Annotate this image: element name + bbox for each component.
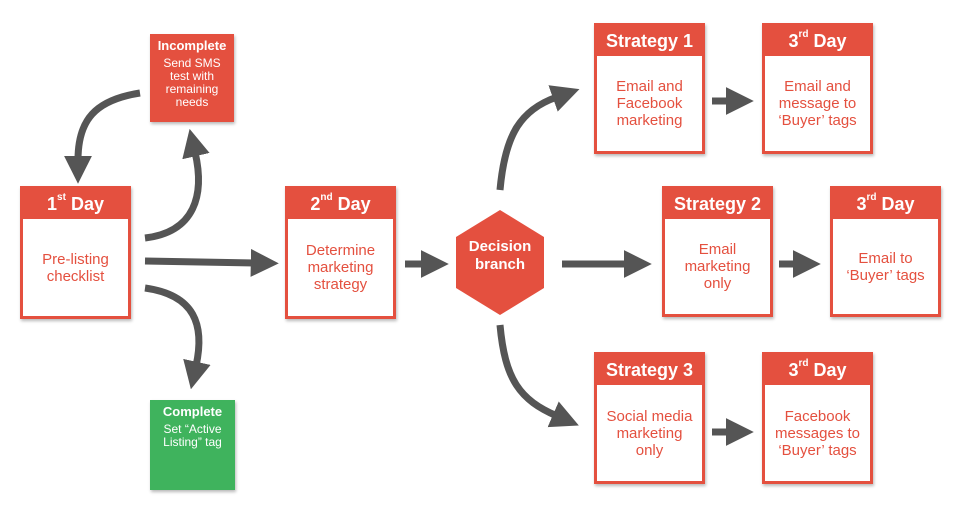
arrow-decision-to-strategy3 bbox=[496, 324, 579, 428]
arrow-decision-to-strategy1 bbox=[496, 85, 580, 191]
complete-text: Set “Active Listing” tag bbox=[163, 422, 222, 449]
day3-text-strategy3: Facebook messages to ‘Buyer’ tags bbox=[774, 407, 861, 459]
day3-title-strategy1: 3rd Day bbox=[765, 26, 870, 56]
day3-title-strategy3: 3rd Day bbox=[765, 355, 870, 385]
day3-card-strategy2: 3rd Day Email to ‘Buyer’ tags bbox=[830, 186, 941, 317]
strategy3-card: Strategy 3 Social media marketing only bbox=[594, 352, 705, 484]
strategy2-text: Email marketing only bbox=[684, 241, 751, 292]
day1-text: Pre-listing checklist bbox=[42, 250, 109, 285]
day1-title: 1st Day bbox=[23, 189, 128, 219]
day1-card: 1st Day Pre-listing checklist bbox=[20, 186, 131, 319]
day3-title-strategy2: 3rd Day bbox=[833, 189, 938, 219]
decision-hexagon bbox=[456, 210, 544, 315]
strategy1-title: Strategy 1 bbox=[597, 26, 702, 56]
complete-box: Complete Set “Active Listing” tag bbox=[150, 400, 235, 490]
strategy1-text: Email and Facebook marketing bbox=[616, 78, 683, 129]
day2-card: 2nd Day Determine marketing strategy bbox=[285, 186, 396, 319]
strategy1-card: Strategy 1 Email and Facebook marketing bbox=[594, 23, 705, 154]
day3-text-strategy1: Email and message to ‘Buyer’ tags bbox=[778, 78, 857, 129]
arrow-incomplete-to-day1 bbox=[64, 89, 141, 184]
strategy3-title: Strategy 3 bbox=[597, 355, 702, 385]
day3-card-strategy3: 3rd Day Facebook messages to ‘Buyer’ tag… bbox=[762, 352, 873, 484]
strategy2-card: Strategy 2 Email marketing only bbox=[662, 186, 773, 317]
strategy3-text: Social media marketing only bbox=[606, 407, 693, 459]
arrow-day1-to-complete bbox=[144, 284, 211, 390]
arrow-day1-to-day2 bbox=[144, 248, 279, 277]
day2-text: Determine marketing strategy bbox=[305, 242, 376, 293]
incomplete-title: Incomplete bbox=[157, 38, 227, 53]
day3-card-strategy1: 3rd Day Email and message to ‘Buyer’ tag… bbox=[762, 23, 873, 154]
day2-title: 2nd Day bbox=[288, 189, 393, 219]
complete-title: Complete bbox=[162, 404, 223, 419]
arrow-day1-to-incomplete bbox=[144, 128, 210, 242]
incomplete-box: Incomplete Send SMS test with remaining … bbox=[150, 34, 234, 122]
incomplete-text: Send SMS test with remaining needs bbox=[163, 56, 221, 109]
decision-branch-label: Decision branch bbox=[468, 238, 532, 273]
strategy2-title: Strategy 2 bbox=[665, 189, 770, 219]
day3-text-strategy2: Email to ‘Buyer’ tags bbox=[846, 249, 925, 284]
